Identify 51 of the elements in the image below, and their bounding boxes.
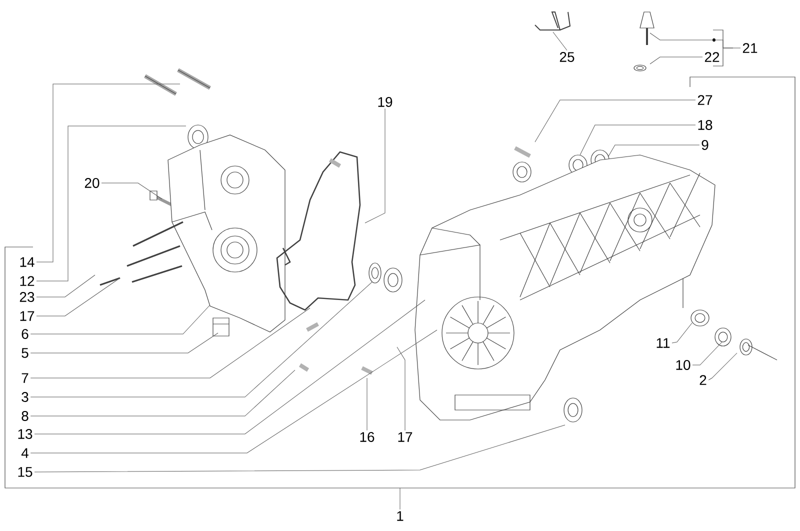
leader-line xyxy=(36,126,186,282)
callout-number: 15 xyxy=(18,467,32,477)
callout-number: 17 xyxy=(20,311,34,321)
leader-line xyxy=(30,332,218,354)
callout-number: 13 xyxy=(18,429,32,439)
callout-number: 7 xyxy=(22,373,28,383)
callout-number: 20 xyxy=(84,178,100,188)
leader-line xyxy=(34,300,426,434)
leader-line xyxy=(36,278,120,316)
leader-line xyxy=(650,56,703,64)
callout-number: 2 xyxy=(700,375,706,385)
leader-line xyxy=(708,352,738,380)
leader-line xyxy=(34,424,566,472)
leader-line xyxy=(672,322,692,344)
callout-number: 4 xyxy=(21,448,28,458)
leader-line xyxy=(692,342,722,366)
callout-number: 17 xyxy=(398,432,412,442)
callout-number: 1 xyxy=(397,511,404,521)
leader-line xyxy=(650,32,741,48)
leader-line xyxy=(366,378,368,431)
callout-number: 6 xyxy=(22,329,28,339)
callout-number: 25 xyxy=(560,52,574,62)
leader-line xyxy=(36,84,180,262)
callout-number: 23 xyxy=(20,292,34,302)
leader-line xyxy=(30,304,210,334)
leader-line xyxy=(364,108,386,224)
leader-line xyxy=(30,330,438,454)
callout-number: 19 xyxy=(378,97,392,107)
leader-line xyxy=(552,32,568,51)
leader-line xyxy=(30,370,296,416)
leader-line xyxy=(580,124,696,156)
callout-number: 3 xyxy=(22,392,28,402)
callout-number: 9 xyxy=(702,140,708,150)
callout-number: 12 xyxy=(20,276,34,286)
leader-line xyxy=(396,346,406,431)
leader-line xyxy=(30,282,372,398)
callout-number: 8 xyxy=(22,411,28,421)
leader-line xyxy=(608,144,700,158)
callout-number: 10 xyxy=(676,360,690,370)
callout-number: 11 xyxy=(656,338,670,348)
callout-number: 16 xyxy=(360,432,374,442)
callout-number: 22 xyxy=(704,52,720,62)
callout-number: 5 xyxy=(22,348,28,358)
leader-line xyxy=(534,100,696,142)
leader-line xyxy=(36,274,96,298)
callout-number: 21 xyxy=(742,43,758,53)
leader-line xyxy=(30,308,310,378)
callout-number: 27 xyxy=(698,95,712,105)
callout-number: 18 xyxy=(698,120,712,130)
callout-number: 14 xyxy=(20,257,34,267)
leader-line xyxy=(101,182,162,200)
